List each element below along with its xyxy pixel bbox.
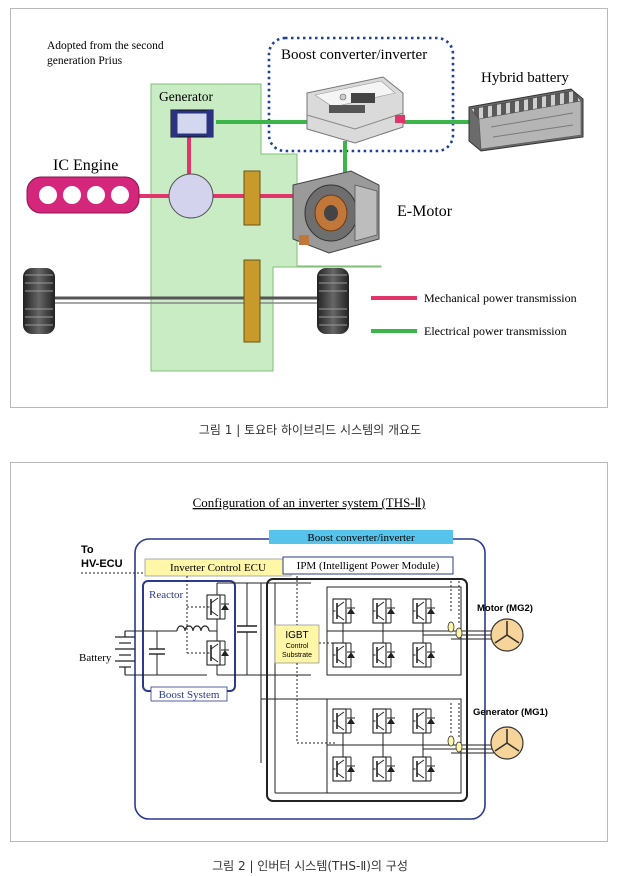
motor-mg2-label: Motor (MG2) [477, 603, 533, 614]
boost-converter-dotted-box [267, 36, 455, 153]
legend-mechanical-label: Mechanical power transmission [424, 291, 577, 305]
boost-converter-header-label: Boost converter/inverter [307, 532, 415, 544]
note-line-2: generation Prius [47, 55, 123, 67]
gear-lower [243, 259, 261, 343]
figure-1-caption: 그림 1 | 토요타 하이브리드 시스템의 개요도 [198, 423, 422, 437]
inverter-control-ecu-label: Inverter Control ECU [170, 562, 266, 574]
substrate-label: Substrate [282, 652, 312, 659]
igbt-label: IGBT [285, 630, 308, 641]
rear-wheel [23, 268, 55, 334]
hybrid-battery-label: Hybrid battery [481, 70, 569, 86]
front-wheel [317, 268, 349, 334]
ic-engine-icon [26, 176, 140, 214]
hv-ecu-label: HV-ECU [81, 558, 123, 570]
inverter-unit-icon [306, 76, 405, 144]
figure-2-panel: Configuration of an inverter system (THS… [10, 462, 608, 842]
note-line-1: Adopted from the second [47, 40, 164, 52]
boost-igbt-upper [206, 594, 230, 620]
boost-converter-label: Boost converter/inverter [281, 47, 427, 63]
hybrid-system-diagram: Adopted from the second generation Prius [23, 36, 584, 372]
ic-engine-label: IC Engine [53, 157, 118, 174]
e-motor-icon [292, 170, 380, 254]
current-sensor-mg1-a [447, 735, 455, 747]
figure-1-panel: Adopted from the second generation Prius [10, 8, 608, 408]
reactor-label: Reactor [149, 589, 184, 601]
ipm-label-box [282, 556, 454, 575]
reactor-coil [176, 625, 210, 632]
e-motor-label: E-Motor [397, 203, 453, 220]
inverter-system-diagram: Configuration of an inverter system (THS… [79, 495, 548, 820]
boost-igbt-lower [206, 640, 230, 666]
gear-upper [243, 170, 261, 226]
ipm-label: IPM (Intelligent Power Module) [297, 560, 440, 572]
current-sensor-mg2-b [455, 627, 463, 639]
motor-mg2-icon [490, 618, 524, 652]
generator-mg1-label: Generator (MG1) [473, 707, 548, 718]
generator-mg1-icon [490, 726, 524, 760]
current-sensor-mg2-a [447, 621, 455, 633]
legend-electrical-label: Electrical power transmission [424, 324, 567, 338]
battery-symbol [115, 631, 135, 675]
boost-converter-header [269, 530, 453, 544]
figure-2-caption: 그림 2 | 인버터 시스템(THS-Ⅱ)의 구성 [212, 859, 408, 873]
control-label: Control [286, 643, 309, 650]
diagram-title: Configuration of an inverter system (THS… [193, 495, 426, 510]
hybrid-battery-icon [468, 88, 584, 152]
battery-label: Battery [79, 652, 112, 664]
generator-label: Generator [159, 89, 213, 104]
ipm-box [266, 578, 468, 802]
to-label: To [81, 544, 94, 556]
current-sensor-mg1-b [455, 741, 463, 753]
generator-icon [170, 109, 214, 138]
boost-system-label: Boost System [159, 689, 220, 701]
mg1-inverter-bridge [326, 698, 462, 794]
power-split-device-icon [168, 173, 214, 219]
boost-system-label-box [150, 686, 228, 702]
